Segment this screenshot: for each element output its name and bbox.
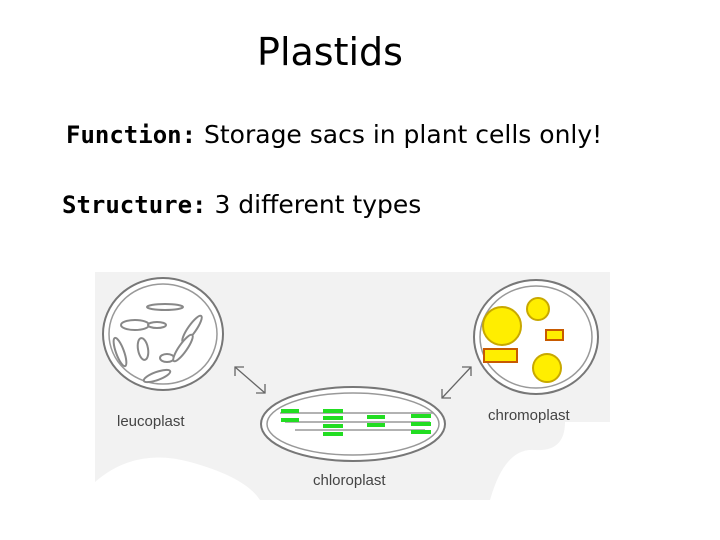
function-label: Function:	[66, 121, 197, 149]
pigment-crystal	[545, 329, 564, 341]
pigment-globule	[526, 297, 550, 321]
function-text: Storage sacs in plant cells only!	[204, 120, 603, 149]
plastid-diagram: leucoplast chromoplast chloroplast	[95, 272, 610, 500]
leucoplast-label: leucoplast	[117, 413, 185, 430]
structure-line: Structure: 3 different types	[62, 190, 421, 219]
thylakoid-stacks	[281, 409, 431, 436]
double-arrow-right	[441, 366, 472, 399]
function-line: Function: Storage sacs in plant cells on…	[66, 120, 602, 149]
chloroplast-cell	[260, 386, 446, 462]
background-shape	[95, 457, 260, 500]
leucoplast-cell	[102, 277, 224, 391]
pigment-crystal	[483, 348, 518, 363]
slide-title: Plastids	[257, 30, 403, 74]
structure-text: 3 different types	[214, 190, 422, 219]
structure-label: Structure:	[62, 191, 207, 219]
background-shape	[490, 422, 610, 500]
pigment-globule	[482, 306, 522, 346]
chromoplast-cell	[473, 279, 599, 395]
chromoplast-label: chromoplast	[488, 407, 571, 424]
pigment-globule	[532, 353, 562, 383]
double-arrow-left	[234, 366, 266, 394]
chloroplast-label: chloroplast	[313, 472, 386, 489]
